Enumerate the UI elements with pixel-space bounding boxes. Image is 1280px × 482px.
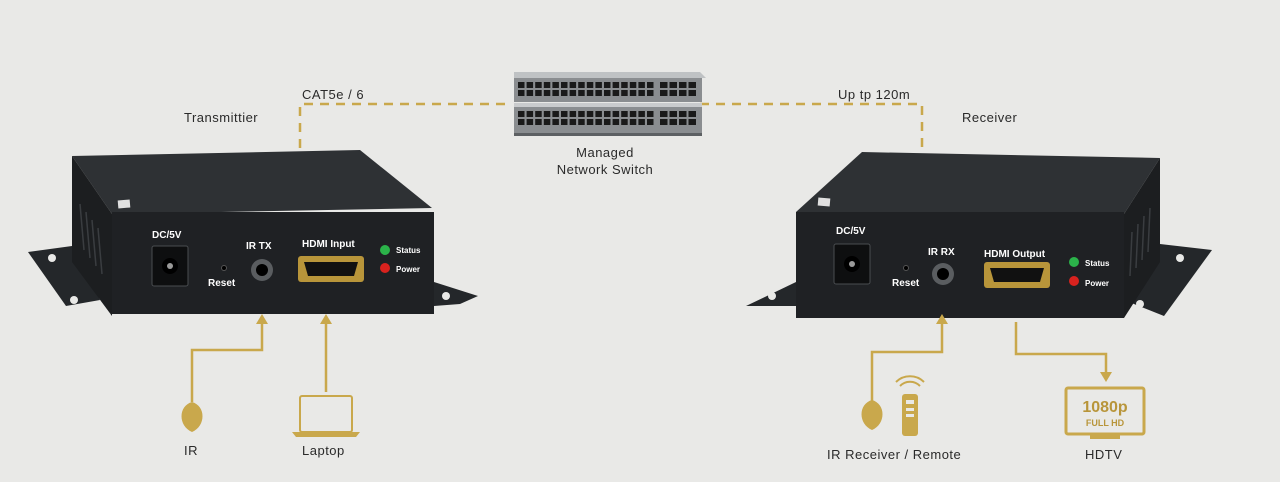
ir-sensor-icon	[181, 402, 203, 432]
connection-lines	[190, 322, 1108, 402]
tv-quality: FULL HD	[1086, 418, 1125, 428]
switch-label-line2: Network Switch	[556, 162, 654, 177]
hdtv-label: HDTV	[1085, 447, 1123, 462]
tx-dc-label: DC/5V	[152, 230, 182, 241]
laptop-label: Laptop	[302, 443, 345, 458]
cable-type-label: CAT5e / 6	[302, 87, 365, 102]
tx-hdmi-label: HDMI Input	[302, 239, 355, 250]
rx-hdmi-label: HDMI Output	[984, 249, 1046, 260]
receiver-title: Receiver	[962, 110, 1018, 125]
laptop-icon	[292, 395, 360, 437]
rx-dc-label: DC/5V	[836, 226, 866, 237]
transmitter-title: Transmittier	[184, 110, 259, 125]
transmitter-device: DC/5V Reset IR TX HDMI Input Status Powe…	[28, 150, 478, 316]
rx-mounting-flange	[1124, 244, 1212, 316]
tx-mounting-flange	[434, 282, 478, 306]
ir-label: IR	[184, 443, 198, 458]
tx-ir-label: IR TX	[246, 241, 272, 252]
hdtv-icon: 1080p FULL HD	[1064, 386, 1146, 439]
rx-power-label: Power	[1085, 279, 1109, 288]
rx-status-label: Status	[1085, 259, 1110, 268]
tx-mounting-flange	[28, 246, 100, 306]
receiver-device: DC/5V Reset IR RX HDMI Output Status Pow…	[746, 152, 1212, 318]
cable-length-label: Up tp 120m	[838, 87, 911, 102]
tx-reset-label: Reset	[208, 278, 236, 289]
rx-ir-label: IR RX	[928, 247, 955, 258]
tv-resolution: 1080p	[1082, 399, 1128, 416]
tx-power-label: Power	[396, 265, 420, 274]
ir-receiver-remote-label: IR Receiver / Remote	[827, 447, 962, 462]
tx-status-label: Status	[396, 246, 421, 255]
switch-label-line1: Managed	[576, 145, 634, 160]
network-switch-icon	[514, 72, 706, 136]
rx-reset-label: Reset	[892, 278, 920, 289]
remote-control-icon	[895, 375, 925, 436]
ir-receiver-icon	[861, 400, 883, 430]
